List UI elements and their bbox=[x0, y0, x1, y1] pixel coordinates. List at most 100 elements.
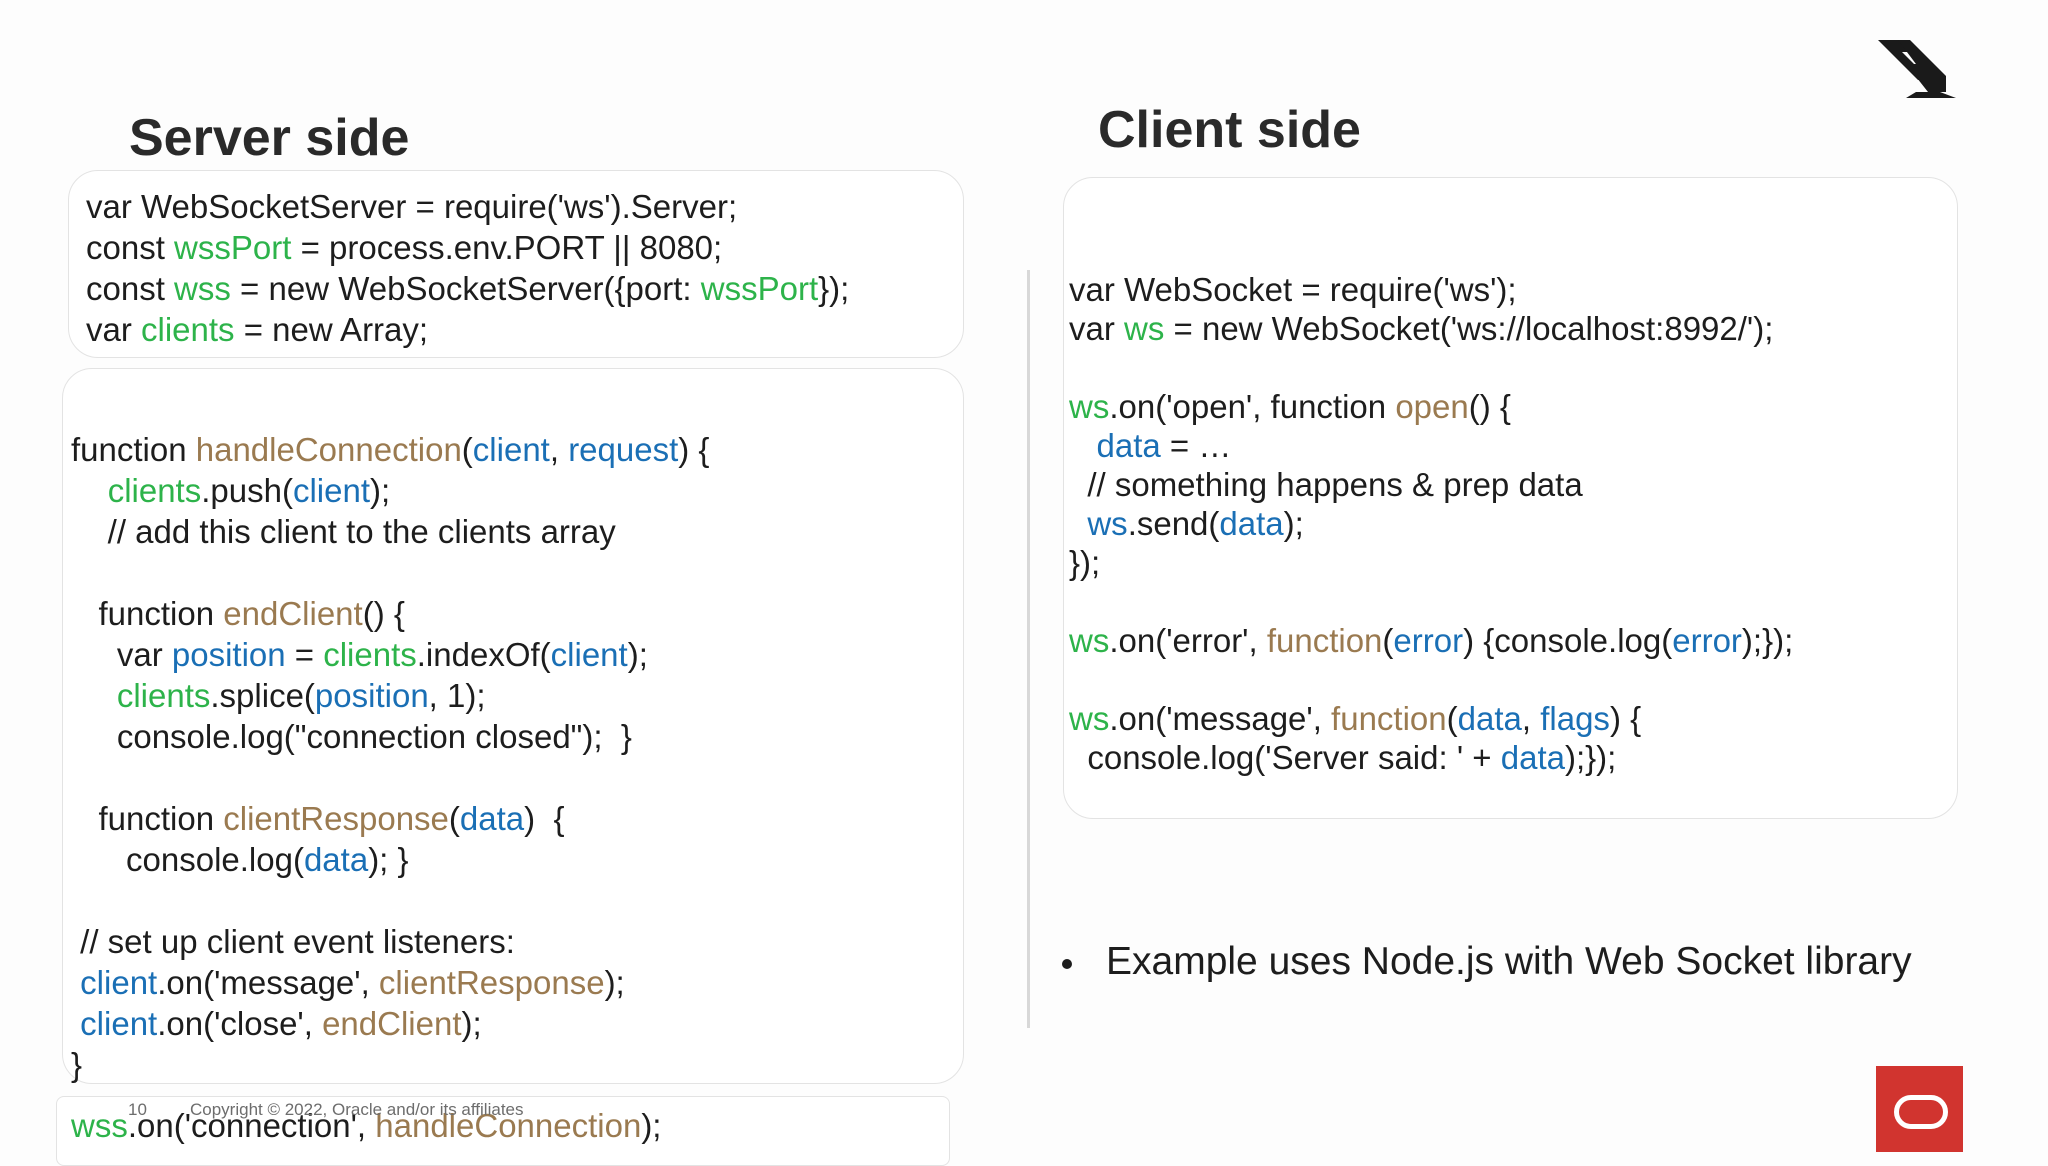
client-code-box bbox=[1063, 177, 1958, 819]
code-line bbox=[71, 880, 709, 921]
code-token: error bbox=[1672, 622, 1742, 659]
code-token: function bbox=[71, 595, 224, 632]
bullet-dot bbox=[1062, 958, 1072, 969]
code-token: ) { bbox=[1609, 700, 1642, 737]
code-token: ); } bbox=[368, 841, 409, 878]
code-token: data bbox=[1500, 739, 1565, 776]
code-token: var bbox=[71, 636, 172, 673]
code-token: flags bbox=[1540, 700, 1610, 737]
code-token: function bbox=[1331, 700, 1447, 737]
code-token bbox=[1069, 427, 1097, 464]
code-token: endClient bbox=[223, 595, 363, 632]
code-token: .on('error', bbox=[1109, 622, 1267, 659]
code-line: wss.on('connection', handleConnection); bbox=[71, 1105, 661, 1146]
code-line: clients.splice(position, 1); bbox=[71, 675, 709, 716]
code-token: , bbox=[549, 431, 569, 468]
code-line: data = … bbox=[1069, 426, 1793, 465]
code-token: // add this client to the clients array bbox=[71, 513, 616, 550]
code-token: ) { bbox=[678, 431, 710, 468]
code-token bbox=[71, 1005, 80, 1042]
code-line: var position = clients.indexOf(client); bbox=[71, 634, 709, 675]
code-token: ); bbox=[1283, 505, 1304, 542]
code-line: var ws = new WebSocket('ws://localhost:8… bbox=[1069, 309, 1793, 348]
code-token: clients bbox=[116, 677, 211, 714]
code-line bbox=[71, 552, 709, 593]
code-token: error bbox=[1393, 622, 1464, 659]
code-token: handleConnection bbox=[375, 1107, 642, 1144]
code-token: .on('open', function bbox=[1109, 388, 1396, 425]
code-token: = new WebSocket('ws://localhost:8992/'); bbox=[1164, 310, 1774, 347]
code-token: request bbox=[568, 431, 679, 468]
client-code: var WebSocket = require('ws');var ws = n… bbox=[1069, 270, 1793, 777]
code-token: wssPort bbox=[174, 229, 292, 266]
code-line: console.log('Server said: ' + data);}); bbox=[1069, 738, 1793, 777]
code-line: function endClient() { bbox=[71, 593, 709, 634]
code-token: ws bbox=[1069, 700, 1110, 737]
code-token: ( bbox=[1446, 700, 1458, 737]
code-token: ); bbox=[627, 636, 648, 673]
bullet-item: Example uses Node.js with Web Socket lib… bbox=[1062, 940, 1912, 984]
code-token: ) { bbox=[524, 800, 565, 837]
code-line: var WebSocket = require('ws'); bbox=[1069, 270, 1793, 309]
code-token: , 1); bbox=[428, 677, 486, 714]
code-token: ); bbox=[641, 1107, 662, 1144]
code-line bbox=[1069, 582, 1793, 621]
code-line: const wss = new WebSocketServer({port: w… bbox=[86, 268, 849, 309]
code-token: = new Array; bbox=[234, 311, 429, 348]
server-handler-code: function handleConnection ( client, reques… bbox=[71, 388, 709, 1085]
code-token: client bbox=[80, 1005, 158, 1042]
code-line bbox=[71, 757, 709, 798]
code-line bbox=[1069, 348, 1793, 387]
code-token: = process.env.PORT || 8080; bbox=[291, 229, 723, 266]
code-token: .splice( bbox=[210, 677, 315, 714]
code-line: }); bbox=[1069, 543, 1793, 582]
oracle-logo-icon bbox=[1876, 1066, 1963, 1152]
code-line: var WebSocketServer = require('ws').Serv… bbox=[86, 186, 849, 227]
code-token: data bbox=[1096, 427, 1161, 464]
server-handler-code-box bbox=[62, 368, 964, 1084]
websocket-logo-icon bbox=[1878, 40, 1956, 98]
code-line: ws.send(data); bbox=[1069, 504, 1793, 543]
code-token: wss bbox=[174, 270, 231, 307]
code-token: ws bbox=[1069, 388, 1110, 425]
code-token: // something happens & prep data bbox=[1069, 466, 1583, 503]
code-token: console.log('Server said: ' + bbox=[1069, 739, 1501, 776]
code-line: // something happens & prep data bbox=[1069, 465, 1793, 504]
code-token: .on('close', bbox=[157, 1005, 323, 1042]
code-line: const wssPort = process.env.PORT || 8080… bbox=[86, 227, 849, 268]
code-line: clients.push(client); bbox=[71, 470, 709, 511]
code-token: clientResponse bbox=[223, 800, 449, 837]
code-token: ) {console.log( bbox=[1463, 622, 1673, 659]
code-line: ws.on('message', function(data, flags) { bbox=[1069, 699, 1793, 738]
code-token: clientResponse bbox=[378, 964, 605, 1001]
code-token: data bbox=[1457, 700, 1522, 737]
code-token: .on('connection', bbox=[127, 1107, 376, 1144]
code-token: , bbox=[1521, 700, 1541, 737]
code-line: function clientResponse(data) { bbox=[71, 798, 709, 839]
oracle-logo-oval bbox=[1894, 1095, 1948, 1129]
code-line bbox=[71, 388, 709, 429]
code-token: endClient bbox=[322, 1005, 462, 1042]
code-token: console.log( bbox=[71, 841, 304, 878]
code-token: .indexOf( bbox=[416, 636, 551, 673]
code-token: ( bbox=[448, 800, 460, 837]
code-token: ); bbox=[461, 1005, 482, 1042]
code-token: data bbox=[303, 841, 369, 878]
code-token: } bbox=[71, 1046, 83, 1083]
code-token: = … bbox=[1160, 427, 1232, 464]
code-token: var WebSocket = require('ws'); bbox=[1069, 271, 1517, 308]
code-line: // set up client event listeners: bbox=[71, 921, 709, 962]
client-side-title: Client side bbox=[1098, 101, 1361, 159]
code-token: ); bbox=[604, 964, 625, 1001]
column-divider bbox=[1027, 270, 1030, 1028]
code-line: // add this client to the clients array bbox=[71, 511, 709, 552]
code-token: data bbox=[1219, 505, 1284, 542]
server-connection-code: wss.on('connection', handleConnection); bbox=[71, 1105, 661, 1146]
code-token: ws bbox=[1069, 622, 1110, 659]
code-token: }); bbox=[818, 270, 850, 307]
code-line: } bbox=[71, 1044, 709, 1085]
code-token: .push( bbox=[201, 472, 293, 509]
code-token: handleConnection bbox=[195, 431, 462, 468]
code-line: console.log(data); } bbox=[71, 839, 709, 880]
code-token bbox=[71, 472, 108, 509]
